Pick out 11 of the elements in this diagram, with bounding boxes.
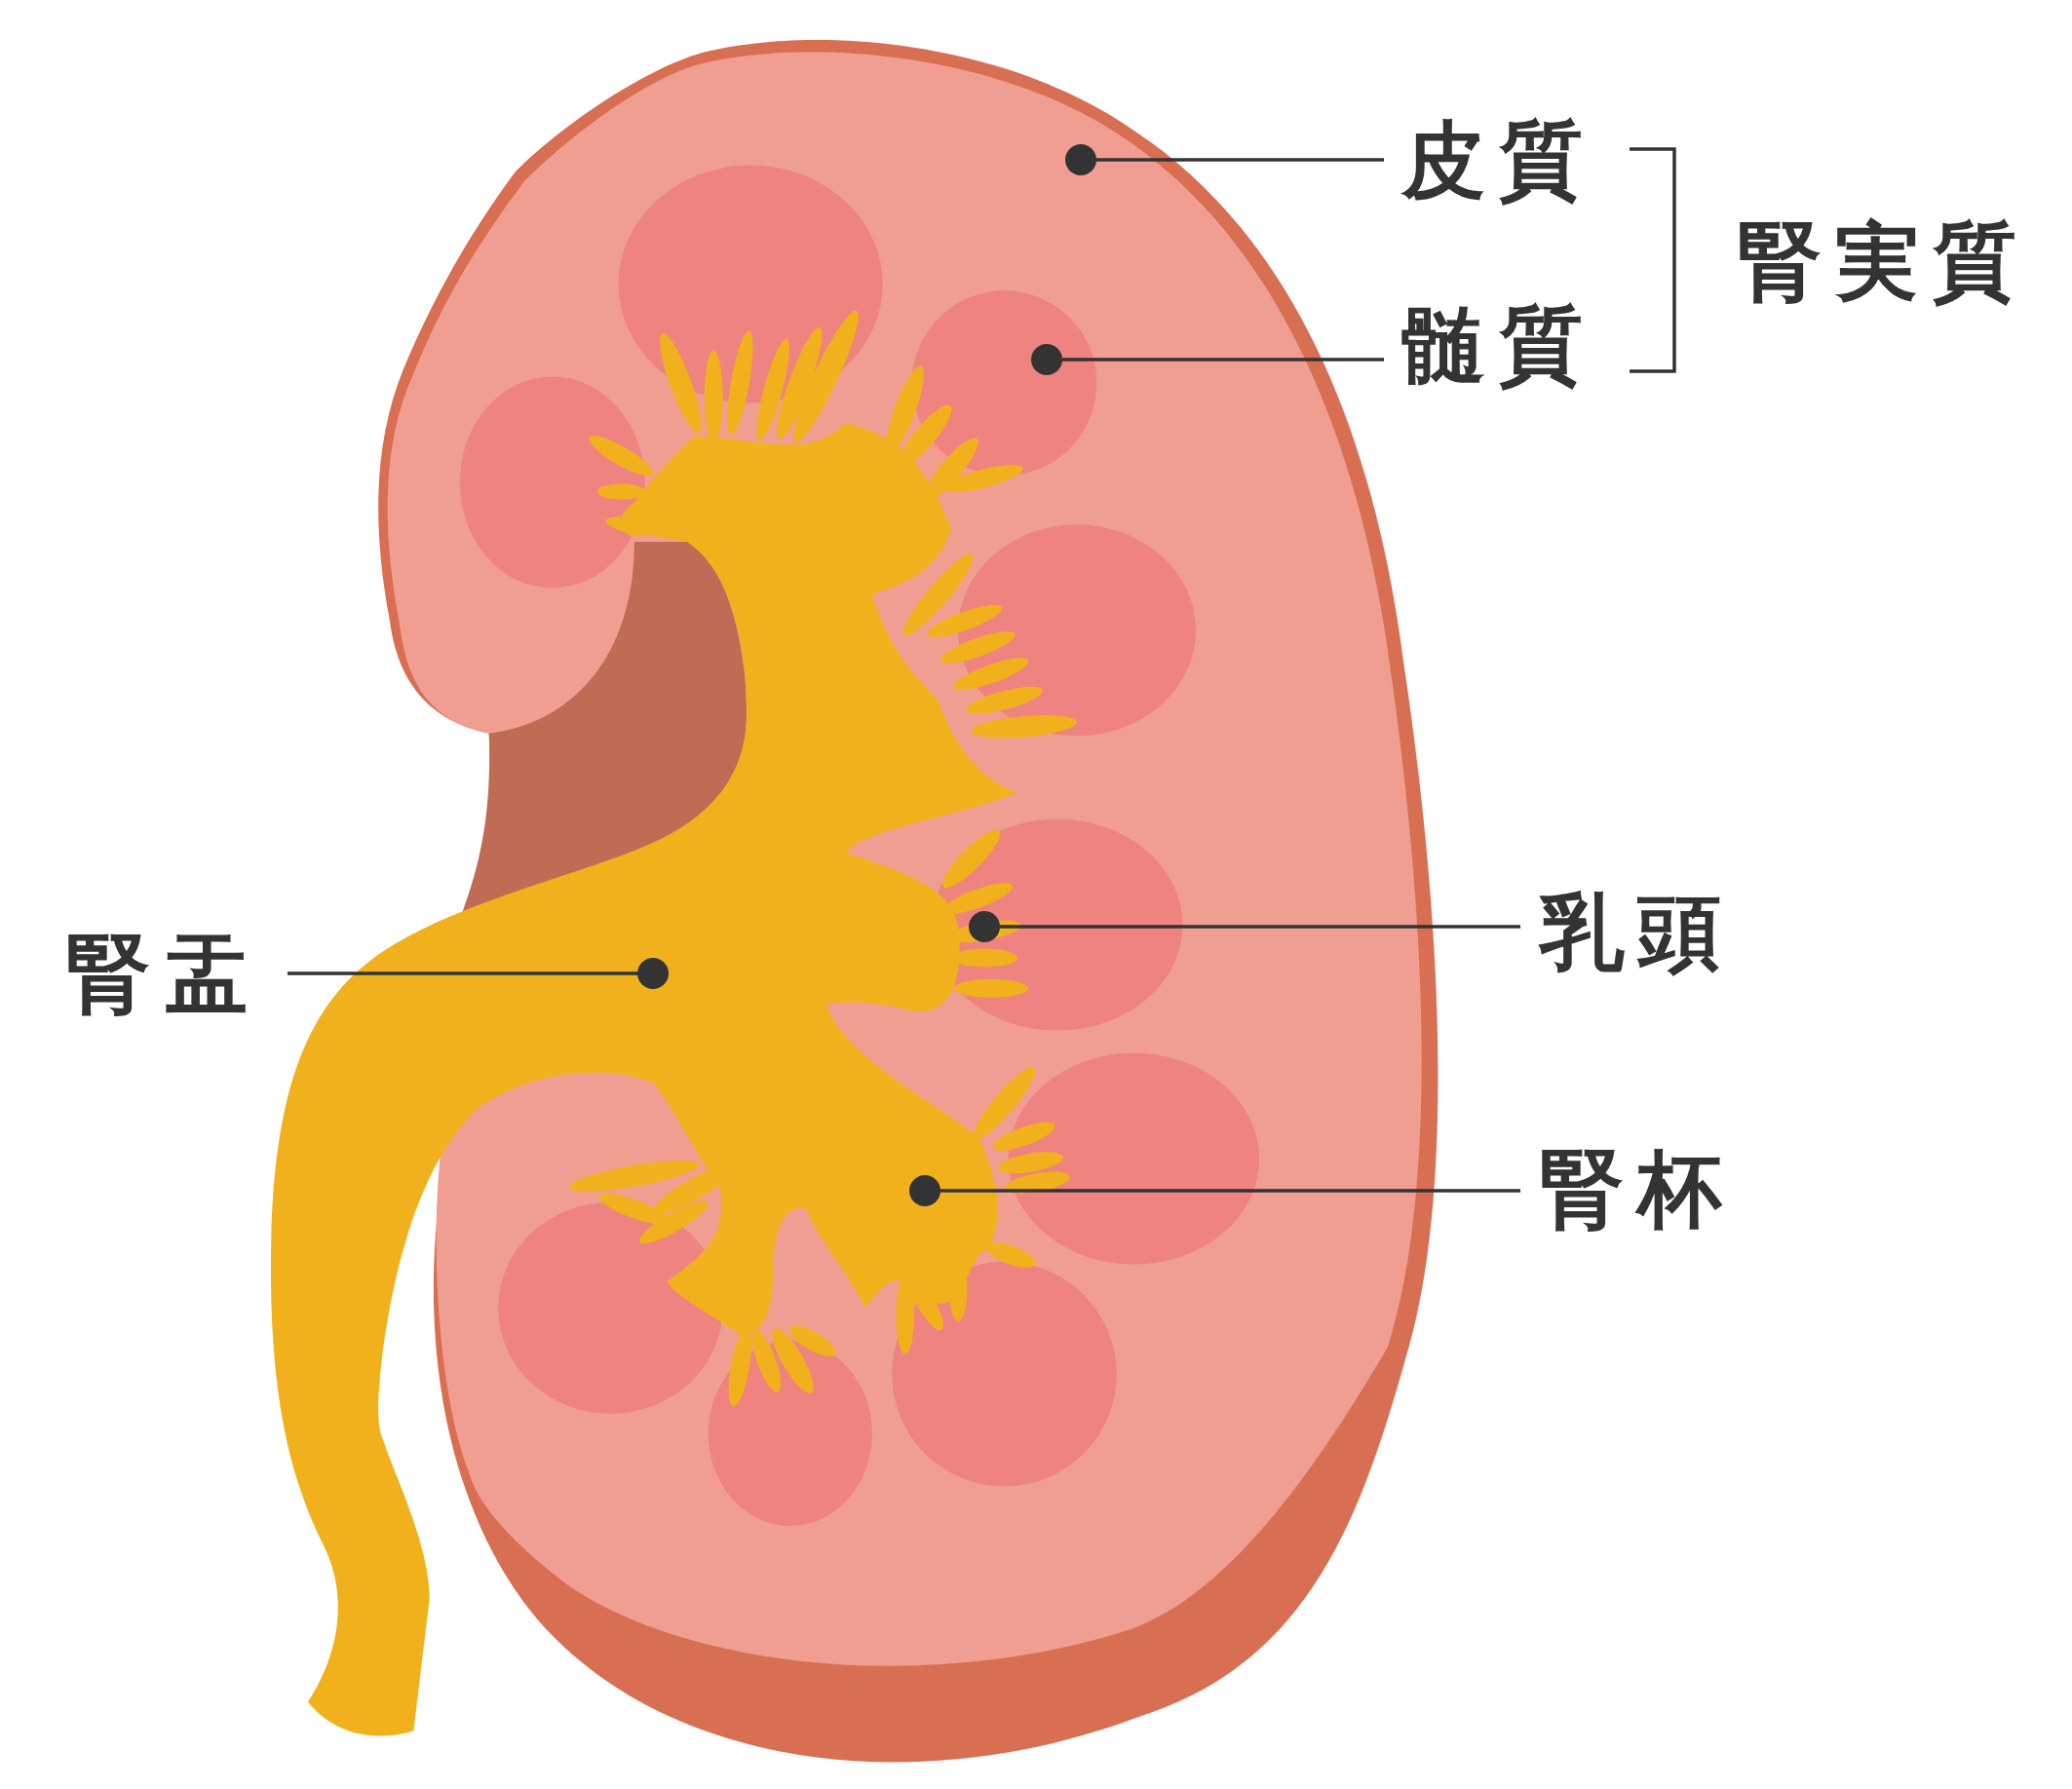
leader-line	[1062, 358, 1384, 362]
leader-line	[1096, 158, 1384, 162]
group-label: 腎実質	[1736, 212, 2031, 310]
part-label: 乳頭	[1520, 885, 1754, 978]
part-label: 皮質	[1384, 113, 1613, 207]
leader-line	[288, 971, 637, 975]
leader-line	[940, 1189, 1520, 1193]
part-label: 腎杯	[1520, 1142, 1754, 1236]
part-label: 腎盂	[39, 927, 288, 1020]
part-label: 髄質	[1384, 298, 1613, 392]
leader-line	[1000, 925, 1520, 929]
